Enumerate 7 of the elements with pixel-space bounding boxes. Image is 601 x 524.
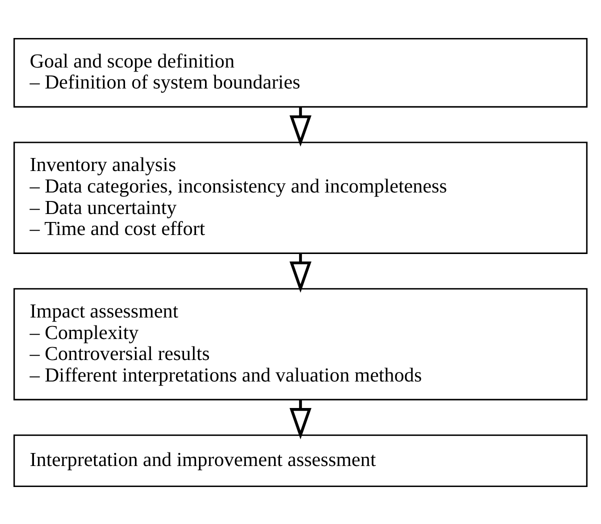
- node-box: Inventory analysis – Data categories, inconsistency and incompleteness – Data uncertainty – Time and cost effort: [13, 141, 588, 254]
- arrow: [290, 253, 312, 292]
- node-box: Interpretation and improvement assessment: [13, 434, 588, 487]
- node-box: Impact assessment – Complexity – Controversial results – Different interpretations and valuation methods: [13, 288, 588, 400]
- arrow: [290, 106, 312, 146]
- arrow: [290, 399, 312, 439]
- node-box: Goal and scope definition – Definition of system boundaries: [13, 37, 588, 108]
